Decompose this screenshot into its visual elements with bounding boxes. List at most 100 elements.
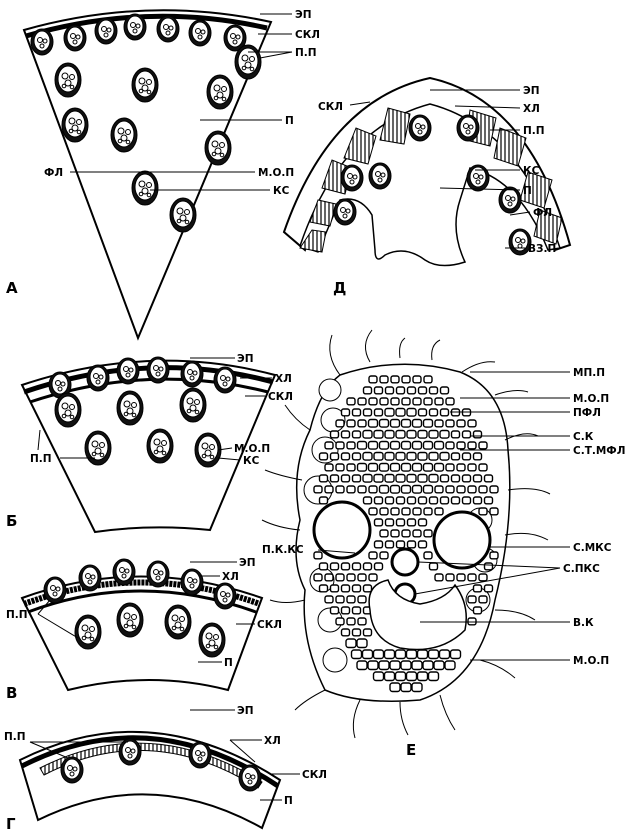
tissue-cell xyxy=(379,661,389,670)
tissue-cell xyxy=(446,442,454,449)
tissue-cell xyxy=(418,650,428,659)
tissue-cell xyxy=(474,607,482,614)
tissue-cell xyxy=(353,585,361,592)
label-e-sk: С.К xyxy=(573,431,594,443)
label-d-pp: П.П xyxy=(523,125,545,137)
tissue-cell xyxy=(452,497,460,504)
tissue-cell xyxy=(380,420,389,428)
tissue-cell xyxy=(463,475,471,482)
tissue-cell xyxy=(479,442,487,449)
label-a-mop: М.О.П xyxy=(258,167,294,179)
tissue-cell xyxy=(336,442,344,449)
tissue-cell xyxy=(446,398,454,405)
label-g-ep: ЭП xyxy=(237,705,254,717)
label-e-smks: С.МКС xyxy=(573,542,612,554)
tissue-cell xyxy=(479,574,487,581)
tissue-cell xyxy=(320,453,328,460)
label-a-pp: П.П xyxy=(295,47,317,59)
tissue-cell xyxy=(429,475,438,483)
tissue-cell xyxy=(320,475,328,482)
tissue-cell xyxy=(347,464,355,471)
tissue-cell xyxy=(357,639,367,648)
tissue-cell xyxy=(418,672,428,681)
label-a-skl: СКЛ xyxy=(295,29,320,41)
tissue-cell xyxy=(342,563,350,570)
tissue-cell xyxy=(364,387,372,394)
tissue-cell xyxy=(358,574,366,581)
tissue-cell xyxy=(325,486,333,493)
tissue-cell xyxy=(441,475,449,482)
tissue-cell xyxy=(468,464,476,471)
tissue-cell xyxy=(407,431,416,439)
tissue-cell xyxy=(429,431,438,439)
tissue-cell xyxy=(358,420,366,427)
tissue-cell xyxy=(430,563,438,570)
tissue-cell xyxy=(429,453,438,461)
tissue-cell xyxy=(369,486,377,493)
tissue-cell xyxy=(440,431,449,439)
tissue-cell xyxy=(424,420,433,428)
tissue-cell xyxy=(375,497,383,504)
tissue-cell xyxy=(357,661,367,670)
tissue-cell xyxy=(347,398,355,405)
tissue-cell xyxy=(364,629,372,636)
tissue-cell xyxy=(336,420,344,427)
tissue-cell xyxy=(397,497,405,504)
tissue-cell xyxy=(441,387,449,394)
tissue-cell xyxy=(463,431,471,438)
tissue-cell xyxy=(413,508,421,515)
tissue-cell xyxy=(385,672,395,681)
tissue-cell xyxy=(369,442,378,450)
tissue-cell xyxy=(457,464,465,471)
tissue-cell xyxy=(353,475,361,482)
tissue-cell xyxy=(418,453,427,461)
tissue-cell xyxy=(452,431,460,438)
label-d-fl: ФЛ xyxy=(533,207,552,219)
tissue-cell xyxy=(364,497,372,504)
tissue-cell xyxy=(353,607,361,614)
tissue-cell xyxy=(397,519,405,526)
tissue-cell xyxy=(320,563,328,570)
label-a-ks: КС xyxy=(273,185,290,197)
label-v-p: П xyxy=(224,657,233,669)
tissue-cell xyxy=(419,409,427,416)
tissue-cell xyxy=(424,508,432,515)
tissue-cell xyxy=(440,453,449,461)
tissue-cell xyxy=(479,596,487,603)
label-b-mop: М.О.П xyxy=(234,443,270,455)
tissue-cell xyxy=(363,475,372,483)
tissue-cell xyxy=(429,672,439,681)
tissue-cell xyxy=(435,420,443,427)
tissue-cell xyxy=(374,672,384,681)
tissue-cell xyxy=(407,672,417,681)
tissue-cell xyxy=(391,486,400,494)
tissue-cell xyxy=(435,442,444,450)
tissue-cell xyxy=(457,420,465,427)
tissue-cell xyxy=(342,629,350,636)
tissue-cell xyxy=(457,574,465,581)
panel-a-letter: А xyxy=(6,279,18,297)
tissue-cell xyxy=(331,607,339,614)
label-e-vk: В.К xyxy=(573,617,594,629)
tissue-cell xyxy=(402,398,410,405)
panel-e-metaxylem-vessel-left xyxy=(314,502,370,558)
tissue-cell xyxy=(347,596,355,603)
tissue-cell xyxy=(418,431,427,439)
panel-v-letter: В xyxy=(6,684,17,702)
label-b-skl: СКЛ xyxy=(268,391,293,403)
tissue-cell xyxy=(435,464,444,472)
tissue-cell xyxy=(369,398,377,405)
tissue-cell xyxy=(352,650,362,659)
tissue-cell xyxy=(479,464,487,471)
label-v-ep: ЭП xyxy=(239,557,256,569)
tissue-cell xyxy=(408,541,416,548)
tissue-cell xyxy=(430,409,438,416)
tissue-cell xyxy=(391,420,400,428)
tissue-cell xyxy=(424,398,432,405)
tissue-cell xyxy=(424,376,432,383)
tissue-cell xyxy=(474,475,482,482)
tissue-cell xyxy=(441,497,449,504)
tissue-cell xyxy=(380,552,388,559)
tissue-cell xyxy=(407,453,416,461)
